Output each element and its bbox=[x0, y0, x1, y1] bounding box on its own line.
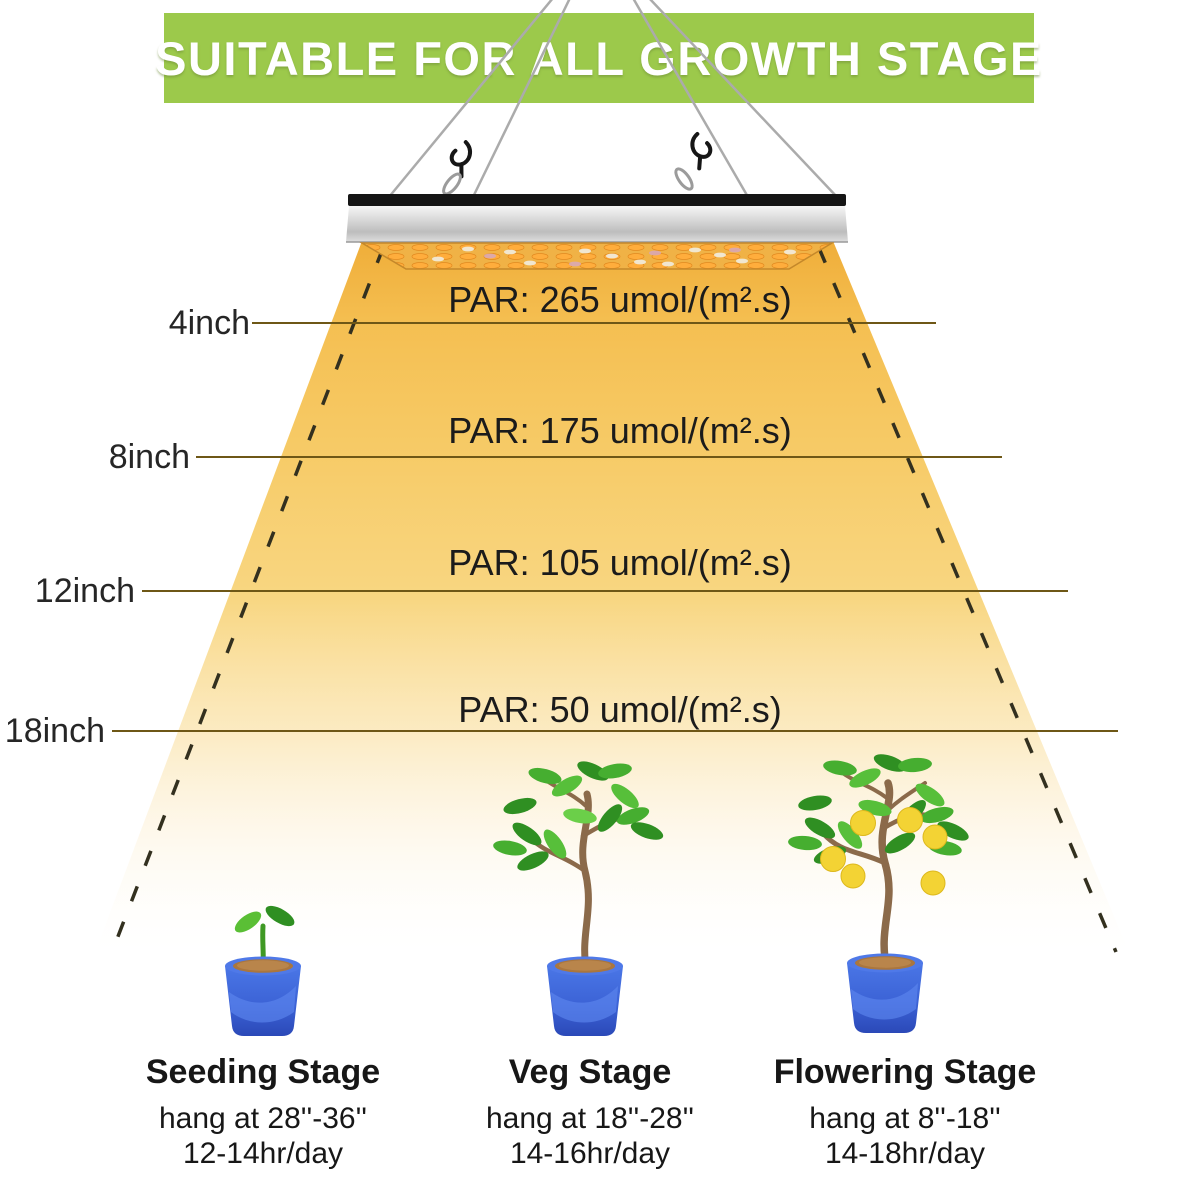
par-label-12inch: PAR: 105 umol/(m².s) bbox=[448, 542, 792, 583]
distance-lines bbox=[112, 322, 1118, 732]
par-label-8inch: PAR: 175 umol/(m².s) bbox=[448, 410, 792, 451]
veg-plant-icon bbox=[492, 757, 666, 1036]
carabiner-hook-icon bbox=[690, 131, 713, 171]
distance-label-8inch: 8inch bbox=[108, 438, 190, 476]
seedling-pot-icon bbox=[225, 901, 301, 1036]
stage-hang-height: hang at 28''-36'' bbox=[158, 1102, 368, 1135]
led-grow-light-panel-icon bbox=[346, 194, 848, 270]
stage-column-seeding: Seeding Stage hang at 28''-36'' 12-14hr/… bbox=[93, 1052, 433, 1171]
lemon-fruit-icon bbox=[820, 807, 948, 896]
stage-light-hours: 14-16hr/day bbox=[509, 1137, 671, 1170]
stage-name: Veg Stage bbox=[508, 1053, 672, 1091]
par-label-18inch: PAR: 50 umol/(m².s) bbox=[458, 689, 782, 730]
stage-column-veg: Veg Stage hang at 18''-28'' 14-16hr/day bbox=[420, 1052, 760, 1171]
cone-dashed-edge-right bbox=[817, 247, 1118, 953]
stage-light-hours: 14-18hr/day bbox=[824, 1137, 986, 1170]
banner: SUITABLE FOR ALL GROWTH STAGE bbox=[155, 13, 1041, 103]
wire-clasp-icon bbox=[442, 167, 694, 196]
carabiner-hook-icon bbox=[449, 140, 473, 179]
distance-label-4inch: 4inch bbox=[168, 304, 250, 342]
stage-name: Seeding Stage bbox=[145, 1053, 381, 1091]
banner-title: SUITABLE FOR ALL GROWTH STAGE bbox=[155, 31, 1043, 85]
distance-label-12inch: 12inch bbox=[34, 572, 135, 610]
stage-column-flowering: Flowering Stage hang at 8''-18'' 14-18hr… bbox=[735, 1052, 1075, 1171]
stage-hang-height: hang at 18''-28'' bbox=[485, 1102, 695, 1135]
led-array bbox=[359, 242, 835, 270]
flowering-plant-icon bbox=[787, 750, 972, 1033]
stage-name: Flowering Stage bbox=[773, 1053, 1037, 1091]
par-label-4inch: PAR: 265 umol/(m².s) bbox=[448, 279, 792, 320]
distance-label-18inch: 18inch bbox=[4, 712, 105, 750]
cone-dashed-edge-left bbox=[110, 247, 385, 953]
stage-hang-height: hang at 8''-18'' bbox=[809, 1102, 1001, 1135]
stage-light-hours: 12-14hr/day bbox=[182, 1137, 344, 1170]
light-cone bbox=[96, 241, 1128, 950]
